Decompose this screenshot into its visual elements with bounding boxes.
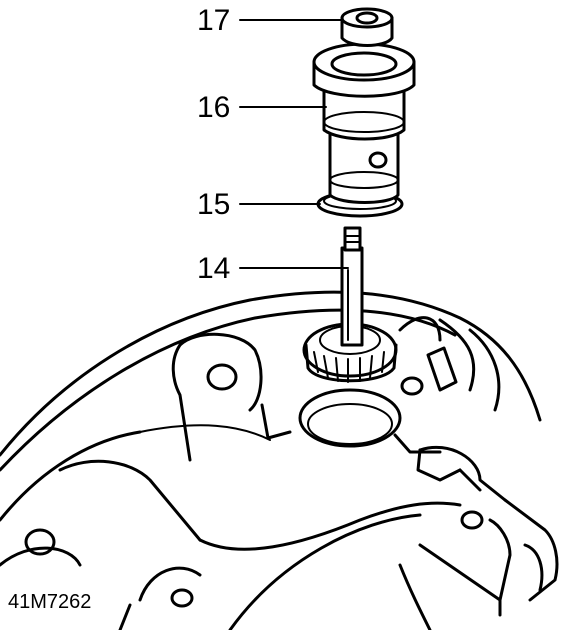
seal-cap	[340, 7, 394, 47]
callout-14: 14	[197, 252, 231, 285]
leader-lines	[239, 19, 349, 269]
housing	[0, 290, 559, 632]
callout-17: 17	[197, 4, 231, 37]
callout-15: 15	[197, 188, 231, 221]
figure-reference-code: 41M7262	[8, 591, 92, 613]
shaft-gear	[302, 226, 398, 383]
sensor-housing	[312, 42, 416, 204]
callout-16: 16	[197, 91, 231, 124]
